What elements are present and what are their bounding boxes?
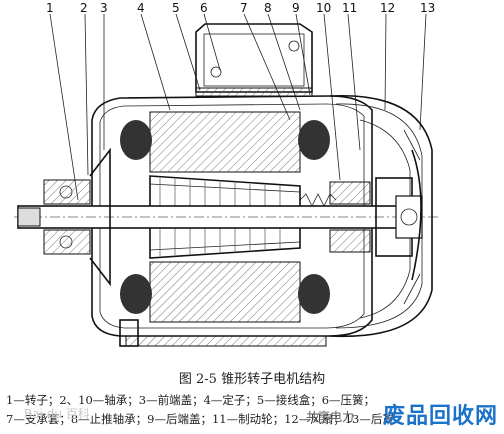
part-number-1: 1 bbox=[46, 1, 54, 15]
part-number-2: 2 bbox=[80, 1, 88, 15]
account-watermark: 共享电力 bbox=[305, 410, 354, 424]
baidu-watermark: Bai du 百科 bbox=[24, 407, 90, 421]
part-number-13: 13 bbox=[420, 1, 435, 15]
legend-line-1: 1—转子；2、10—轴承；3—前端盖；4—定子；5—接线盒；6—压簧； bbox=[6, 393, 376, 407]
part-number-10: 10 bbox=[316, 1, 331, 15]
part-number-4: 4 bbox=[137, 1, 145, 15]
fan bbox=[403, 129, 422, 305]
part-number-11: 11 bbox=[342, 1, 357, 15]
part-number-8: 8 bbox=[264, 1, 272, 15]
part-number-9: 9 bbox=[292, 1, 300, 15]
terminal-box bbox=[195, 23, 313, 97]
site-watermark: 废品回收网 bbox=[382, 404, 498, 429]
legend-line-2: 7—支承套；8—止推轴承；9—后端盖；11—制动轮；12—风扇；13—后罩 bbox=[6, 412, 394, 426]
part-number-3: 3 bbox=[100, 1, 108, 15]
front-bearing bbox=[43, 147, 111, 287]
part-number-7: 7 bbox=[240, 1, 248, 15]
stator bbox=[120, 111, 330, 323]
motor-housing bbox=[91, 95, 373, 347]
part-number-6: 6 bbox=[200, 1, 208, 15]
part-number-12: 12 bbox=[380, 1, 395, 15]
rear-bearing-assembly bbox=[299, 177, 423, 257]
part-number-5: 5 bbox=[172, 1, 180, 15]
figure-caption: 图 2-5 锥形转子电机结构 bbox=[178, 372, 326, 387]
part-numbers: 1 2 3 4 5 6 7 8 9 10 11 12 13 bbox=[46, 1, 435, 15]
